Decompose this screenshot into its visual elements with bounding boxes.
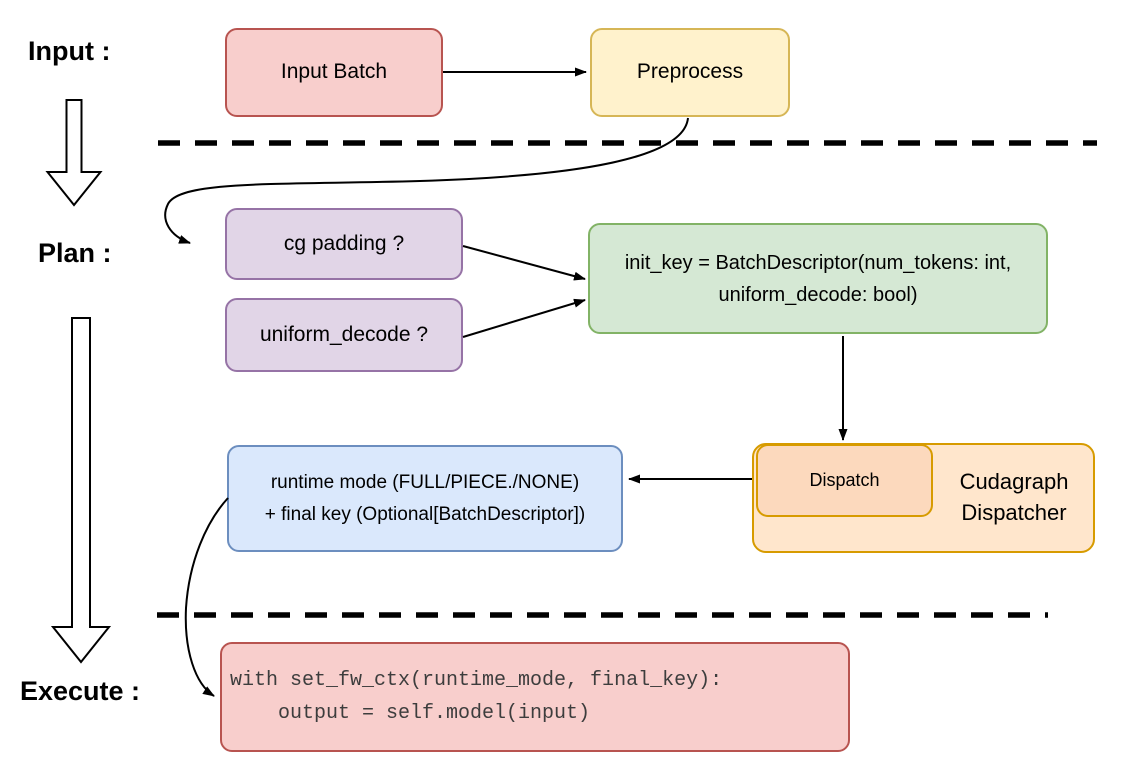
node-preprocess: Preprocess: [590, 28, 790, 117]
node-runtime-mode: runtime mode (FULL/PIECE./NONE) + final …: [227, 445, 623, 552]
node-init-key: init_key = BatchDescriptor(num_tokens: i…: [588, 223, 1048, 334]
section-label-input: Input :: [28, 36, 111, 66]
node-cudagraph-dispatcher-label: Cudagraph Dispatcher: [959, 469, 1069, 525]
flow-down-arrow-icon-input-to-plan: [45, 99, 103, 207]
node-preprocess-label: Preprocess: [636, 60, 744, 84]
execute-code-line2: output = self.model(input): [230, 702, 591, 725]
section-label-execute: Execute :: [20, 676, 141, 706]
node-input-batch-label: Input Batch: [280, 60, 388, 84]
execute-code-line1: with set_fw_ctx(runtime_mode, final_key)…: [230, 669, 723, 692]
node-input-batch: Input Batch: [225, 28, 443, 117]
node-cg-padding-label: cg padding ?: [283, 231, 405, 255]
flow-down-arrow-icon-plan-to-execute: [50, 317, 112, 664]
node-cg-padding: cg padding ?: [225, 208, 463, 280]
node-runtime-mode-line1: runtime mode (FULL/PIECE./NONE): [270, 471, 580, 493]
node-dispatch-label: Dispatch: [809, 470, 880, 491]
section-label-plan: Plan :: [38, 238, 112, 268]
node-init-key-line2: uniform_decode: bool): [718, 283, 918, 306]
node-dispatch: Dispatch: [756, 444, 933, 517]
edge-uniform-decode-to-init-key: [462, 298, 586, 338]
node-uniform-decode: uniform_decode ?: [225, 298, 463, 372]
node-execute-code: with set_fw_ctx(runtime_mode, final_key)…: [220, 642, 850, 752]
node-uniform-decode-label: uniform_decode ?: [259, 322, 429, 346]
edge-cg-padding-to-init-key: [462, 245, 586, 281]
node-init-key-line1: init_key = BatchDescriptor(num_tokens: i…: [624, 251, 1012, 274]
node-runtime-mode-line2: + final key (Optional[BatchDescriptor]): [264, 503, 586, 525]
